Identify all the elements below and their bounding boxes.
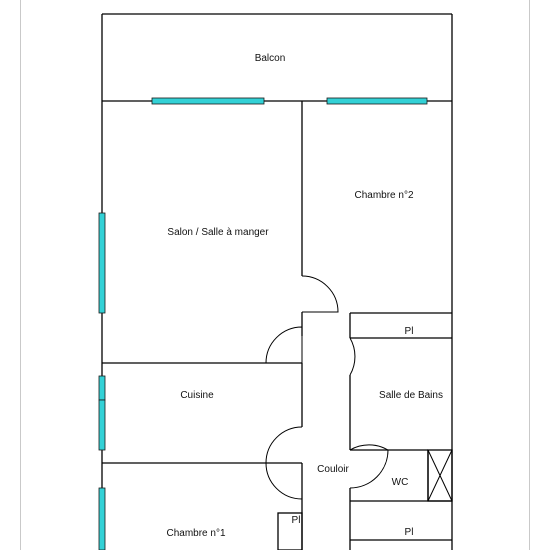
windows (98, 97, 428, 550)
window-balcon-left (151, 97, 265, 105)
window-cuisine-bottom (98, 399, 106, 451)
window-cuisine-top (98, 375, 106, 401)
door-sdb (349, 337, 356, 376)
label-placard-sdb: Pl (405, 326, 414, 337)
shaft-box (427, 449, 453, 502)
technical-shaft (427, 449, 453, 502)
label-couloir: Couloir (317, 464, 349, 475)
room-labels: Balcon Salon / Salle à manger Chambre n°… (166, 53, 442, 539)
label-salle-de-bains: Salle de Bains (379, 390, 443, 401)
shaft-cross-b (427, 449, 453, 502)
door-wc (349, 444, 389, 489)
exterior-walls (101, 13, 453, 550)
placard-chambre1-box (277, 512, 303, 550)
label-salon: Salon / Salle à manger (167, 227, 269, 238)
door-chambre2 (301, 275, 339, 313)
page-border-left (20, 0, 21, 550)
doors (265, 275, 389, 500)
label-cuisine: Cuisine (180, 390, 214, 401)
window-salon (98, 212, 106, 314)
door-salon (265, 326, 303, 364)
label-chambre2: Chambre n°2 (354, 190, 413, 201)
label-wc: WC (392, 477, 409, 488)
label-balcon: Balcon (255, 53, 286, 64)
page-border-right (529, 0, 530, 550)
window-balcon-right (326, 97, 428, 105)
label-chambre1: Chambre n°1 (166, 528, 225, 539)
door-cuisine (265, 426, 303, 464)
door-chambre1 (265, 462, 303, 500)
label-placard-bas: Pl (405, 527, 414, 538)
window-chambre1 (98, 487, 106, 550)
label-placard-chambre1: Pl (292, 515, 301, 526)
